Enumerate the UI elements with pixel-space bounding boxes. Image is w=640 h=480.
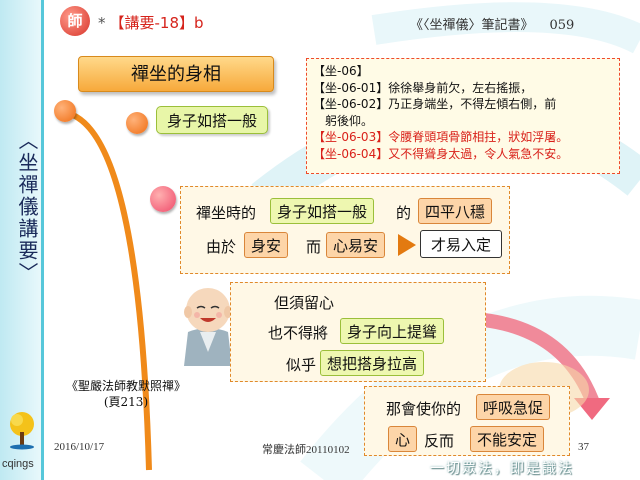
monk-illustration-icon [184, 288, 232, 366]
panel2-text: 但須留心 [274, 294, 335, 312]
panel3-text: 反而 [424, 432, 455, 450]
section-title: 禪坐的身相 [78, 56, 274, 92]
panel1-text: 而 [306, 238, 322, 256]
panel1-text: 的 [396, 204, 412, 222]
panel2-text: 似乎 [286, 356, 317, 374]
ref-line: 【坐-06-01】徐徐舉身前欠，左右搖振， [313, 80, 533, 95]
reference-box: 【坐-06】 【坐-06-01】徐徐舉身前欠，左右搖振， 【坐-06-02】乃正… [306, 58, 620, 174]
panel3-box: 心 [388, 426, 418, 452]
panel1-box: 身子如搭一般 [270, 198, 375, 224]
panel1-text: 由於 [206, 238, 237, 256]
vertical-title: 〈坐禪儀講要〉 [15, 130, 39, 284]
panel2-box: 想把搭身拉高 [320, 350, 425, 376]
panel1-text: 禪坐時的 [196, 204, 257, 222]
source-page: (頁213) [103, 395, 149, 409]
footer-date: 2016/10/17 [54, 441, 105, 453]
slide-title: *【講要-18】b [98, 12, 204, 33]
panel3-box: 不能安定 [470, 426, 545, 452]
panel1-box: 心易安 [326, 232, 386, 258]
source-title: 《聖嚴法師教默照禪》 [65, 379, 186, 393]
left-sidebar-band [0, 0, 44, 480]
arrow-right-icon [398, 234, 416, 256]
ref-line: 【坐-06】 [313, 64, 369, 78]
ref-line: 躬後仰。 [325, 113, 374, 128]
ref-line: 【坐-06-02】乃正身端坐，不得左傾右側，前 [313, 97, 557, 111]
bullet-dot-icon [150, 186, 176, 212]
bullet-dot-icon [54, 100, 76, 122]
tree-logo-icon [10, 412, 34, 450]
source-citation: 《聖嚴法師教默照禪》 (頁213) [56, 378, 196, 410]
header-book-ref: 《〈坐禪儀〉筆記書》 059 [410, 14, 574, 33]
panel2-text: 也不得將 [268, 324, 329, 342]
logo-text: cqings [2, 458, 34, 470]
panel1-result: 才易入定 [420, 230, 503, 258]
teacher-badge: 師 [60, 6, 90, 36]
panel2-box: 身子向上提聳 [340, 318, 445, 344]
book-title: 《〈坐禪儀〉筆記書》 [410, 18, 534, 33]
book-page: 059 [549, 18, 575, 33]
footer-motto: 一切眾法，即是識法 [430, 461, 574, 477]
panel3-text: 那會使你的 [386, 400, 462, 418]
ref-line: 【坐-06-03】令腰脊頭項骨節相拄，狀如浮屠。 [313, 130, 569, 144]
slide-number: 37 [578, 441, 589, 453]
footer-author: 常慶法師20110102 [262, 444, 350, 456]
sub-pill: 身子如搭一般 [156, 106, 269, 134]
panel1-box: 四平八穩 [418, 198, 493, 224]
panel1-box: 身安 [244, 232, 289, 258]
ref-line: 【坐-06-04】又不得聳身太過，令人氣急不安。 [313, 146, 569, 161]
bullet-dot-icon [126, 112, 148, 134]
panel3-box: 呼吸急促 [476, 394, 551, 420]
title-star: * [98, 14, 106, 32]
slide-title-text: 【講要-18】b [109, 14, 204, 32]
